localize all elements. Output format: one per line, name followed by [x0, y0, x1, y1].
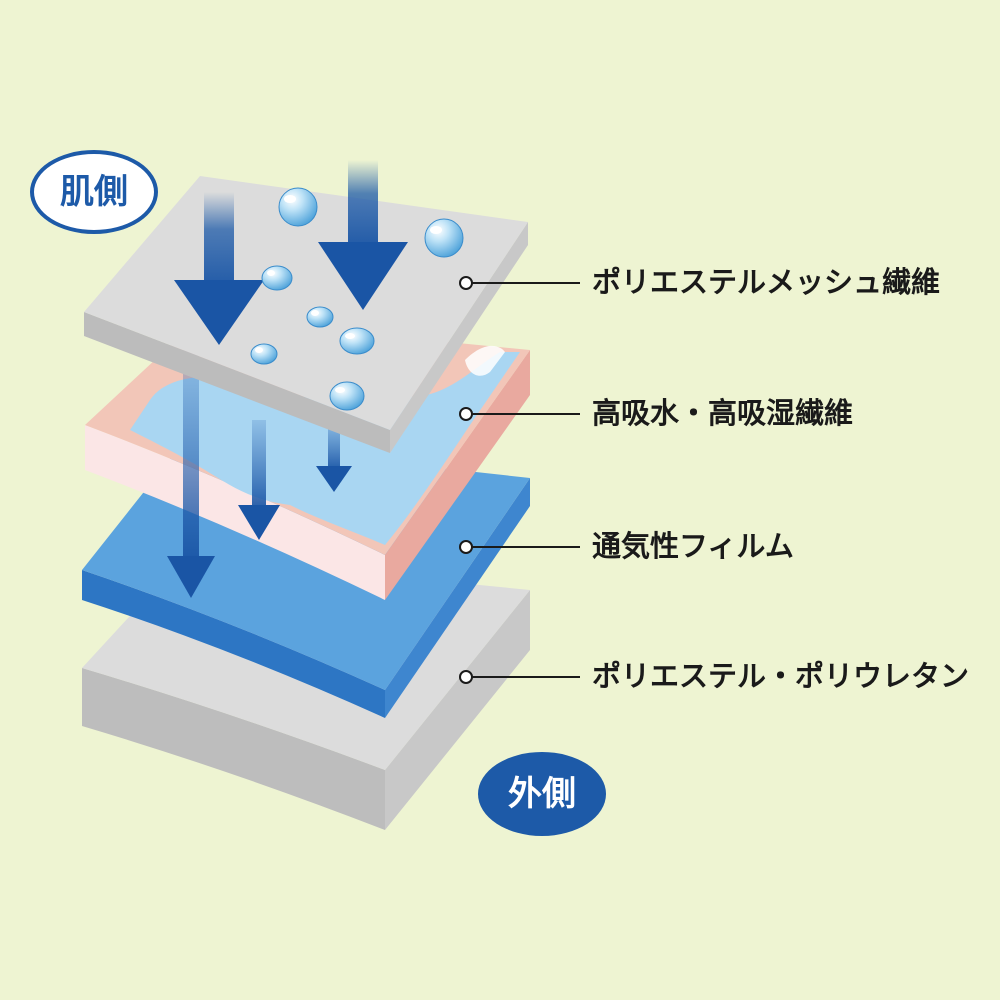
surface-arrows	[174, 160, 408, 345]
leader-film	[459, 540, 580, 554]
label-outer-layer: ポリエステル・ポリウレタン	[592, 659, 970, 693]
mesh-layer	[84, 176, 528, 453]
water-drop-icon	[278, 187, 318, 227]
arrow-down-icon	[174, 192, 264, 345]
leader-absorbent	[459, 407, 580, 421]
water-drop-icon	[424, 218, 464, 258]
outer-side-badge: 外側	[478, 752, 606, 836]
arrow-down-icon	[167, 350, 215, 598]
skin-side-badge: 肌側	[30, 150, 158, 234]
water-drop-icon	[306, 306, 334, 328]
arrow-down-icon	[318, 160, 408, 310]
water-drop-icon	[329, 381, 365, 411]
water-drop-icon	[339, 327, 375, 355]
label-film-layer: 通気性フィルム	[592, 529, 794, 563]
water-drops	[250, 187, 464, 411]
leader-outer	[459, 670, 580, 684]
water-drop-icon	[261, 265, 293, 291]
leader-lines	[459, 276, 580, 684]
arrow-down-icon	[238, 420, 280, 540]
water-flow-arrows	[167, 350, 352, 598]
label-mesh-layer: ポリエステルメッシュ繊維	[592, 265, 941, 299]
label-absorbent-layer: 高吸水・高吸湿繊維	[592, 396, 854, 430]
leader-mesh	[459, 276, 580, 290]
water-drop-icon	[250, 343, 278, 365]
